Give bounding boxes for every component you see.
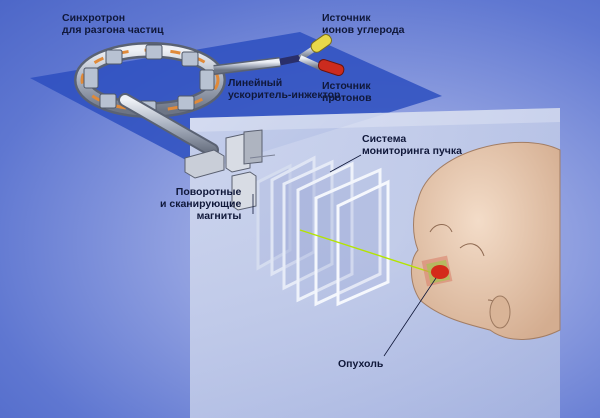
- transfer-beamline: [118, 93, 219, 157]
- carbon-source-label-line: Источник: [322, 12, 371, 24]
- linac-label: Линейный ускоритель-инжектор: [228, 77, 340, 101]
- carbon-source-label-line: ионов углерода: [322, 24, 405, 36]
- carbon-ion-source: [298, 34, 332, 61]
- patient-head: [411, 141, 561, 340]
- tumor-label-line: Опухоль: [338, 358, 384, 370]
- beam-monitoring-label-line: Система: [362, 133, 407, 145]
- proton-source: [298, 55, 345, 76]
- linac-label-line: ускоритель-инжектор: [228, 89, 341, 101]
- tumor-leader: [383, 277, 437, 357]
- synchrotron-label-line: для разгона частиц: [62, 24, 164, 36]
- magnets-label-line: и сканирующие: [160, 198, 242, 210]
- tumor-label: Опухоль: [338, 358, 383, 370]
- magnets-label-line: Поворотные: [175, 186, 242, 198]
- scanning-magnets: [184, 129, 276, 211]
- magnets-label-line: магниты: [196, 210, 242, 222]
- monitor-leader: [329, 154, 362, 173]
- beam-monitoring-label-line: мониторинга пучка: [362, 145, 462, 157]
- beam-monitoring-label: Система мониторинга пучка: [362, 133, 462, 157]
- particle-beam: [299, 229, 437, 275]
- linac-label-line: Линейный: [228, 77, 283, 89]
- synchrotron-label: Синхротрон для разгона частиц: [62, 12, 164, 36]
- proton-source-label-line: протонов: [322, 92, 372, 104]
- synchrotron-label-line: Синхротрон: [62, 12, 126, 24]
- proton-source-label: Источник протонов: [322, 80, 372, 104]
- tumor-target: [421, 255, 453, 287]
- magnets-label: Поворотные и сканирующие магниты: [160, 186, 241, 222]
- linac-pipe: [213, 54, 301, 75]
- carbon-source-label: Источник ионов углерода: [322, 12, 405, 36]
- beam-monitor-frames: [256, 155, 390, 307]
- proton-source-label-line: Источник: [322, 80, 371, 92]
